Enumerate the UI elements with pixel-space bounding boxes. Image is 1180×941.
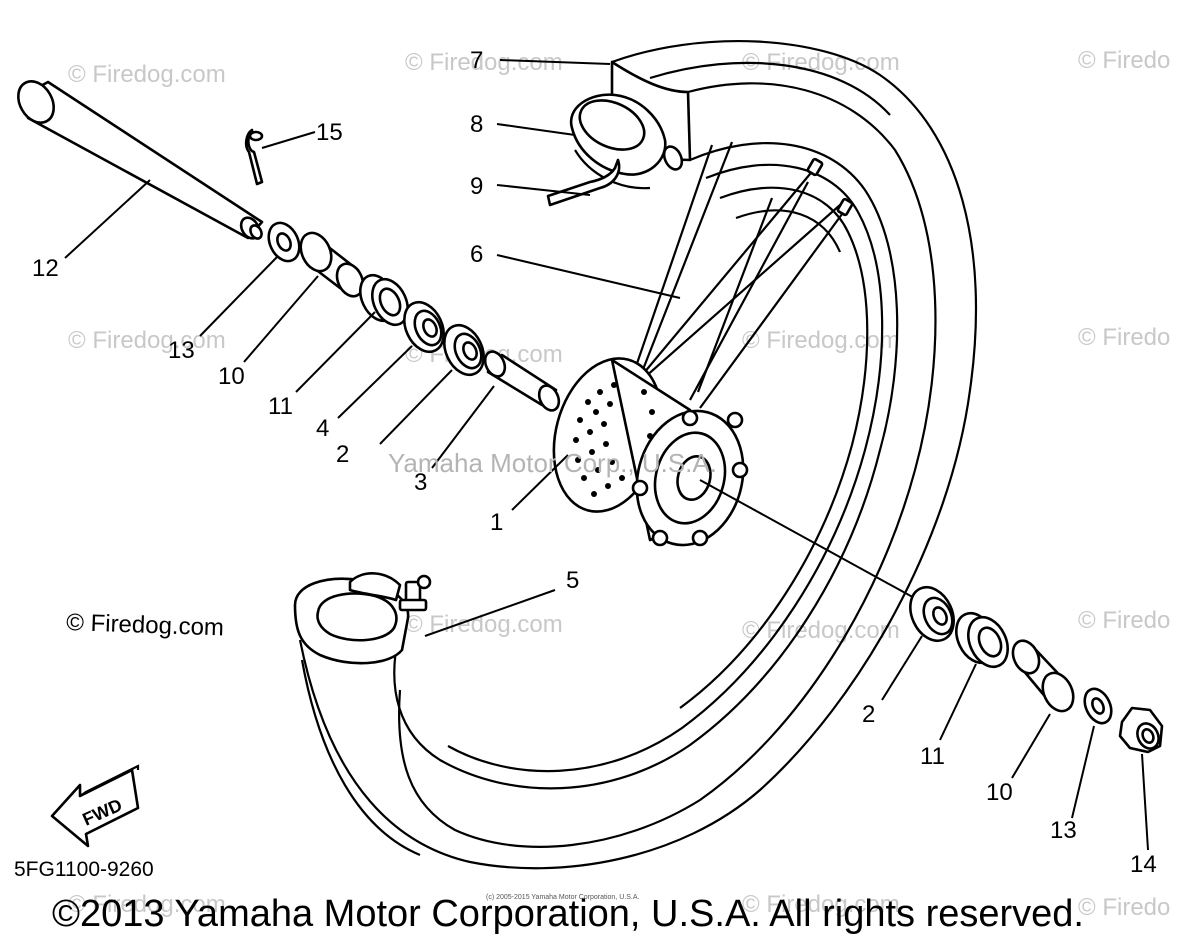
hub-holes <box>573 382 655 497</box>
watermark: © Firedog.com <box>68 61 226 88</box>
callout-1: 1 <box>490 509 503 536</box>
callout-9: 9 <box>470 173 483 200</box>
callout-6: 6 <box>470 241 483 268</box>
bearing-2-left <box>443 323 485 377</box>
callout-15: 15 <box>316 119 343 146</box>
axle <box>17 80 264 240</box>
callout-3: 3 <box>414 469 427 496</box>
oil-seal-right <box>955 611 1009 669</box>
watermark: © Firedo <box>1078 607 1170 634</box>
callout-5: 5 <box>566 567 579 594</box>
copyright-notice: ©2013 Yamaha Motor Corporation, U.S.A. A… <box>52 893 1084 935</box>
small-copyright: (c) 2005-2015 Yamaha Motor Corporation, … <box>486 894 639 901</box>
watermark: © Firedo <box>1078 894 1170 921</box>
callout-2: 2 <box>862 701 875 728</box>
tube <box>569 93 684 190</box>
callout-4: 4 <box>316 415 329 442</box>
callout-13: 13 <box>1050 817 1077 844</box>
callout-11: 11 <box>268 393 293 420</box>
watermark: © Firedog.com <box>405 49 563 76</box>
watermark: © Firedog.com <box>742 327 900 354</box>
callout-7: 7 <box>470 47 483 74</box>
callout-10: 10 <box>218 363 245 390</box>
collar-right <box>1011 639 1075 713</box>
callout-10: 10 <box>986 779 1013 806</box>
tire-section-bottom <box>293 572 432 665</box>
rim-band <box>546 158 621 207</box>
leader-lines <box>64 59 1149 851</box>
watermark: © Firedog.com <box>742 617 900 644</box>
collar-left <box>299 231 365 298</box>
callout-11: 11 <box>920 743 945 770</box>
callout-2: 2 <box>336 441 349 468</box>
diagram-code: 5FG1100-9260 <box>14 858 154 881</box>
watermark: © Firedo <box>1078 47 1170 74</box>
spokes <box>627 141 854 409</box>
tire <box>298 40 978 870</box>
callout-12: 12 <box>32 255 59 282</box>
watermark-layer: © Firedog.com © Firedog.com © Firedog.co… <box>68 47 1170 921</box>
watermark: © Firedog.com <box>68 327 226 354</box>
cotter-pin <box>244 128 264 186</box>
callout-14: 14 <box>1130 851 1157 878</box>
watermark: © Firedog.com <box>68 891 226 918</box>
bearing-4 <box>403 300 445 354</box>
callouts: 7 8 9 6 15 12 13 10 11 4 2 3 1 5 2 11 10… <box>32 47 1157 878</box>
callout-13: 13 <box>168 337 195 364</box>
firedog-mark: © Firedog.com <box>66 609 225 641</box>
axle-centerline <box>699 479 919 601</box>
watermark: © Firedog.com <box>742 891 900 918</box>
washer-right <box>1083 687 1113 725</box>
bearing-2-right <box>909 585 955 643</box>
axle-nut <box>1118 706 1164 754</box>
watermark: © Firedo <box>1078 324 1170 351</box>
oil-seal-left <box>359 273 409 327</box>
center-watermark: Yamaha Motor Corp., U.S.A. <box>388 448 717 478</box>
rim <box>393 142 899 790</box>
washer-left <box>267 221 301 263</box>
callout-8: 8 <box>470 111 483 138</box>
fwd-arrow-icon: FWD <box>50 764 140 848</box>
hub <box>552 357 749 547</box>
spacer <box>483 350 561 412</box>
